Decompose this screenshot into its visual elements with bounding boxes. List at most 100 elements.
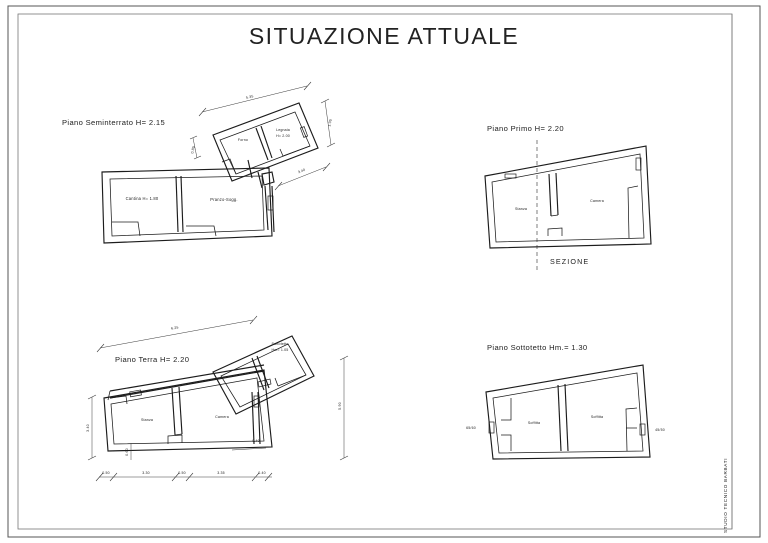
primo-window-left bbox=[504, 173, 517, 179]
dim-value-625: 6.25 bbox=[171, 325, 179, 330]
sottotetto-window-right bbox=[639, 423, 646, 436]
seminterrato-annex-jog bbox=[221, 158, 237, 175]
dim-seminterrato-105: 1.05 bbox=[320, 98, 336, 148]
room-label-legnaia-height: H= 2.00 bbox=[276, 134, 290, 138]
sottotetto-outer-wall bbox=[485, 364, 651, 460]
plan-piano-seminterrato: Piano Seminterrato H= 2.15 Cantina H= 1.… bbox=[62, 81, 336, 244]
room-label-terra-stanza: Stanza bbox=[141, 418, 153, 422]
primo-inner-wall bbox=[491, 153, 645, 243]
dim-terra-340: 3.40 bbox=[86, 394, 97, 461]
seminterrato-window-1 bbox=[299, 126, 309, 138]
terra-window-left bbox=[129, 389, 142, 398]
dim-seminterrato-085: 0.85 bbox=[189, 135, 202, 160]
plan-label-sottotetto: Piano Sottotetto Hm.= 1.30 bbox=[487, 343, 588, 352]
dim-terra-590: 5.90 bbox=[338, 355, 349, 461]
firm-name: STUDIO TECNICO BARBATI bbox=[723, 458, 728, 533]
dim-value-535: 5.35 bbox=[246, 94, 254, 100]
dim-value-terra-inner-2: 0.60 bbox=[125, 448, 129, 456]
room-label-sottotetto-height: Hm= 1.05 bbox=[272, 348, 289, 352]
terra-outer-wall bbox=[103, 369, 273, 452]
dim-value-terra-inner-1: 0.40 bbox=[252, 439, 260, 443]
seminterrato-window-2 bbox=[267, 195, 274, 211]
terra-annex-door bbox=[257, 378, 272, 388]
dim-terra-inner-040: 0.40 bbox=[231, 439, 267, 451]
primo-right-return bbox=[627, 185, 639, 239]
plan-label-seminterrato: Piano Seminterrato H= 2.15 bbox=[62, 118, 165, 127]
dim-terra-inner-060: 0.60 bbox=[125, 443, 132, 460]
room-label-pranzo-sogg: Pranzo-Sogg. bbox=[210, 197, 237, 202]
seminterrato-annex-bench bbox=[282, 145, 311, 157]
room-label-soffitta-left: Soffitta bbox=[528, 421, 540, 425]
primo-window-right bbox=[635, 157, 642, 171]
dim-value-bottom-2: 3.30 bbox=[142, 471, 150, 475]
dim-chain-terra-bottom: 0.50 3.30 0.50 3.35 0.40 bbox=[95, 471, 273, 482]
primo-partition-1 bbox=[548, 173, 552, 217]
sottotetto-partition-1 bbox=[557, 384, 562, 452]
section-label: SEZIONE bbox=[550, 257, 589, 266]
room-label-forno: Forno bbox=[238, 138, 248, 142]
terra-annex-bench-end bbox=[274, 377, 279, 387]
sottotetto-left-jog-a bbox=[501, 398, 512, 421]
terra-top-wall-left-cap bbox=[107, 390, 111, 401]
seminterrato-annex-bench-end bbox=[279, 148, 284, 157]
primo-partition-2 bbox=[555, 172, 559, 216]
dim-value-085: 0.85 bbox=[190, 146, 195, 154]
dim-value-bottom-5: 0.40 bbox=[258, 471, 266, 475]
seminterrato-right-wall-a bbox=[264, 185, 269, 231]
seminterrato-inner-wall bbox=[109, 175, 265, 237]
dim-value-terra-right: 5.90 bbox=[338, 402, 342, 410]
room-label-legnaia: Legnaia bbox=[276, 128, 290, 132]
terra-annex-partition-2 bbox=[256, 355, 270, 389]
dim-terra-625: 6.25 bbox=[96, 315, 258, 353]
seminterrato-step bbox=[186, 225, 217, 237]
primo-outer-wall bbox=[484, 145, 652, 249]
seminterrato-partition-1 bbox=[175, 175, 179, 233]
plan-label-primo: Piano Primo H= 2.20 bbox=[487, 124, 564, 133]
dim-value-bottom-3: 0.50 bbox=[178, 471, 186, 475]
room-label-sottotetto: Sottotetto bbox=[272, 342, 289, 346]
plan-piano-terra: Piano Terra H= 2.20 Stanza Camera bbox=[86, 315, 349, 482]
seminterrato-door-block bbox=[261, 171, 275, 186]
terra-top-wall-b bbox=[109, 370, 265, 399]
terra-door-right bbox=[253, 395, 260, 408]
dim-value-bottom-1: 0.50 bbox=[102, 471, 110, 475]
seminterrato-neck-left bbox=[247, 159, 253, 179]
sottotetto-right-return-a bbox=[625, 407, 638, 452]
dim-value-105: 1.05 bbox=[327, 119, 332, 127]
dim-value-terra-left: 3.40 bbox=[86, 424, 90, 432]
sottotetto-inner-wall bbox=[492, 372, 644, 454]
sheet-border-outer bbox=[7, 5, 761, 538]
primo-partition-cap bbox=[550, 214, 559, 217]
terra-annex-outer-wall bbox=[212, 335, 315, 415]
sottotetto-window-left bbox=[488, 421, 495, 434]
sheet-title: SITUAZIONE ATTUALE bbox=[249, 23, 519, 49]
seminterrato-partition-2 bbox=[180, 175, 184, 233]
terra-partition-2 bbox=[178, 386, 183, 435]
room-label-soffitta-right: Soffitta bbox=[591, 415, 603, 419]
plan-label-terra: Piano Terra H= 2.20 bbox=[115, 355, 189, 364]
plan-piano-sottotetto: Piano Sottotetto Hm.= 1.30 Soffitta Soff… bbox=[466, 343, 665, 460]
dim-seminterrato-340: 3.40 bbox=[274, 162, 331, 191]
terra-annex-partition-1 bbox=[251, 357, 265, 391]
dim-seminterrato-535: 5.35 bbox=[198, 81, 312, 117]
terra-annex-bench bbox=[277, 374, 307, 387]
room-label-cantina: Cantina H= 1.80 bbox=[126, 196, 159, 201]
terra-partition-cap bbox=[174, 433, 183, 436]
dim-value-bottom-4: 3.35 bbox=[217, 471, 225, 475]
sottotetto-partition-2 bbox=[564, 383, 569, 452]
terra-partition-1 bbox=[171, 387, 176, 436]
terra-left-jog bbox=[109, 395, 128, 405]
seminterrato-outer-wall bbox=[101, 167, 273, 244]
terra-step bbox=[167, 434, 183, 444]
opening-size-right: 45/50 bbox=[655, 428, 665, 432]
seminterrato-annex-outer-wall bbox=[212, 102, 319, 182]
room-label-primo-stanza: Stanza bbox=[515, 207, 527, 211]
seminterrato-annex-partition-2 bbox=[260, 125, 273, 159]
terra-inner-wall bbox=[110, 377, 265, 445]
seminterrato-recess bbox=[112, 221, 141, 237]
sottotetto-left-jog-b bbox=[501, 434, 512, 451]
dim-value-340: 3.40 bbox=[297, 168, 306, 174]
plan-piano-primo: Piano Primo H= 2.20 Stanza Camera SEZION… bbox=[484, 124, 652, 272]
